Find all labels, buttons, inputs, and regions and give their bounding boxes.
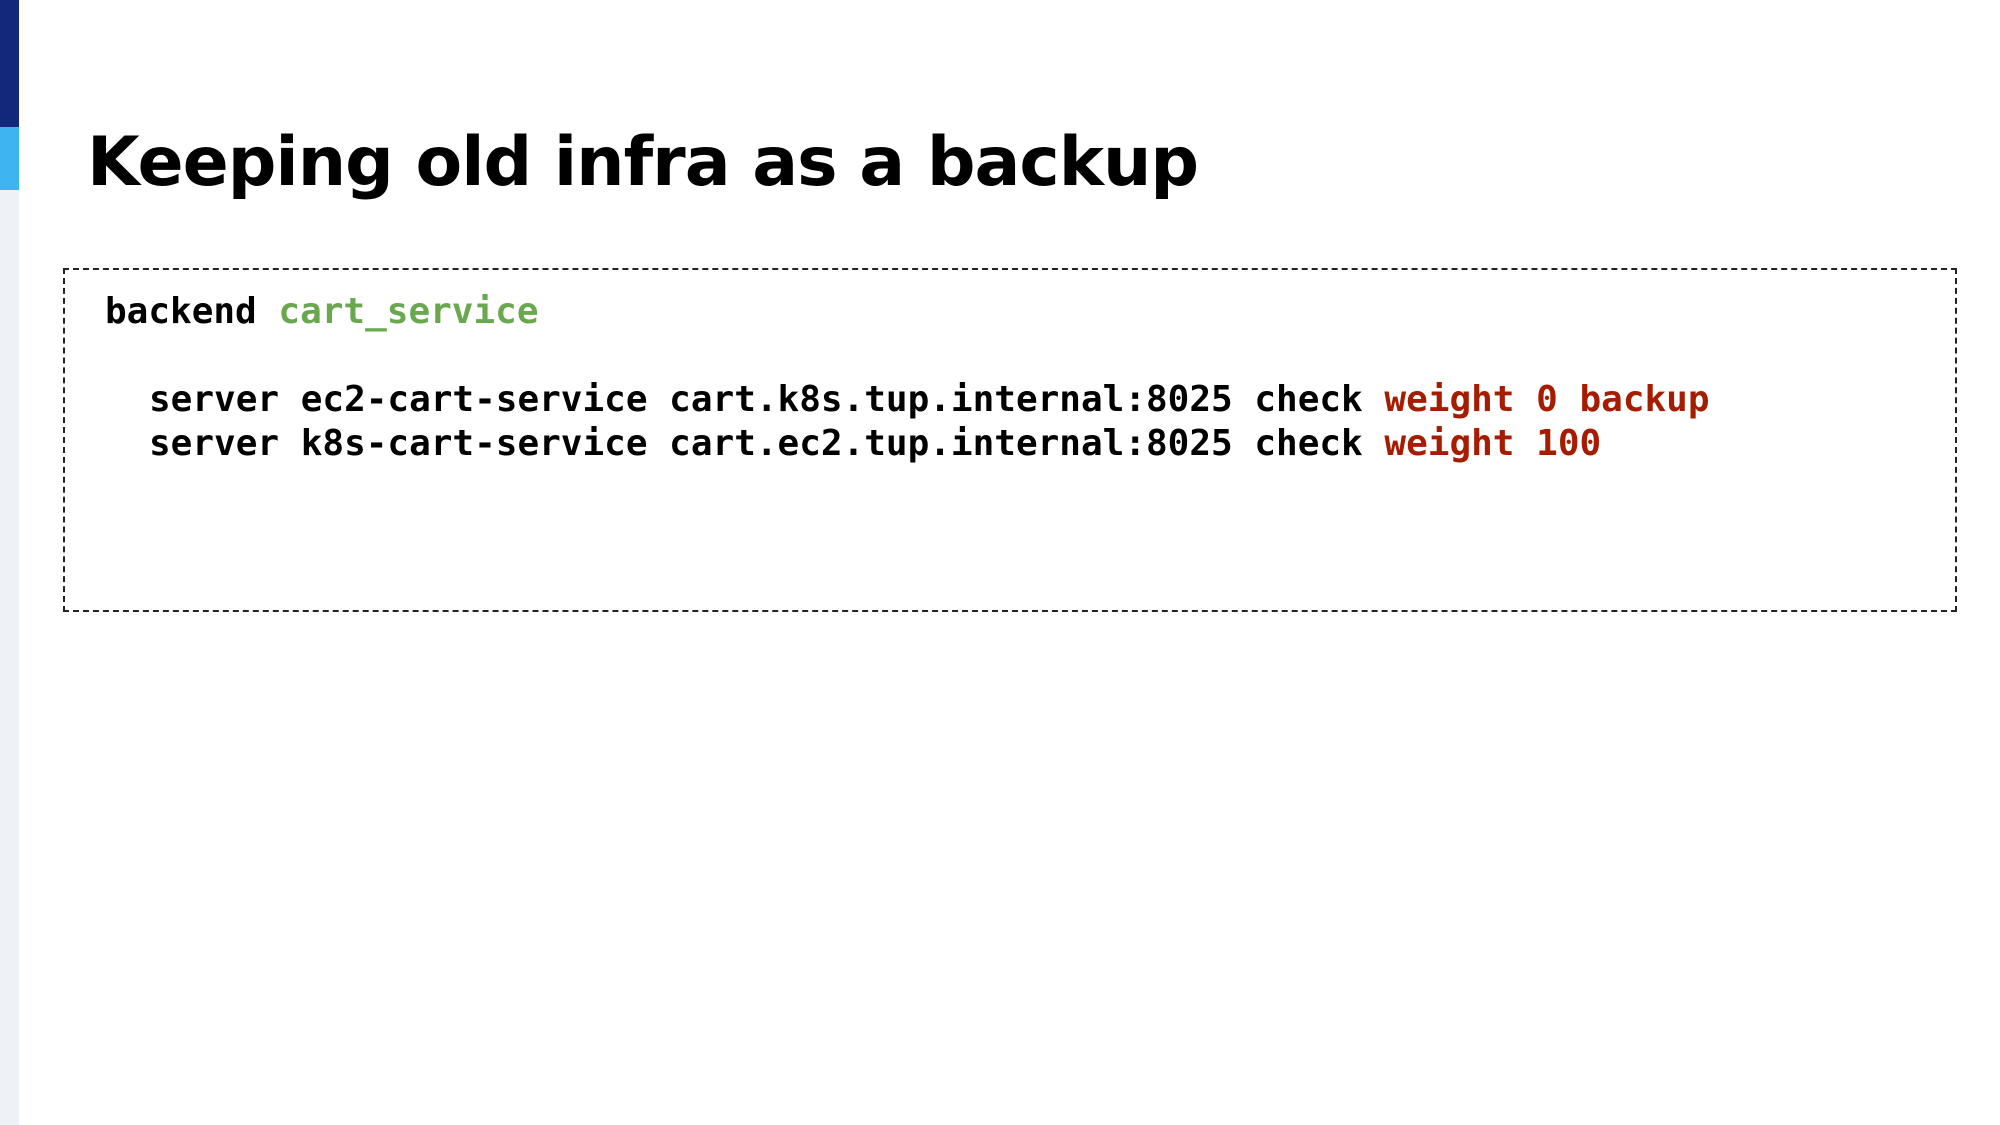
rail-light-segment (0, 127, 19, 190)
rail-dark-segment (0, 0, 19, 127)
code-server-ec2-options: weight 0 backup (1384, 379, 1710, 420)
code-backend-name: cart_service (278, 291, 539, 332)
code-keyword-backend: backend (105, 291, 257, 332)
code-server-k8s-prefix: server k8s-cart-service cart.ec2.tup.int… (149, 423, 1363, 464)
left-accent-rail (0, 0, 19, 1125)
code-line-server-ec2: server ec2-cart-service cart.k8s.tup.int… (149, 378, 1710, 422)
code-server-ec2-prefix: server ec2-cart-service cart.k8s.tup.int… (149, 379, 1363, 420)
code-server-k8s-options: weight 100 (1384, 423, 1602, 464)
code-line-server-k8s: server k8s-cart-service cart.ec2.tup.int… (149, 422, 1601, 466)
slide-title: Keeping old infra as a backup (87, 123, 1199, 202)
code-block: backend cart_service server ec2-cart-ser… (63, 268, 1957, 612)
code-line-backend: backend cart_service (105, 290, 539, 334)
